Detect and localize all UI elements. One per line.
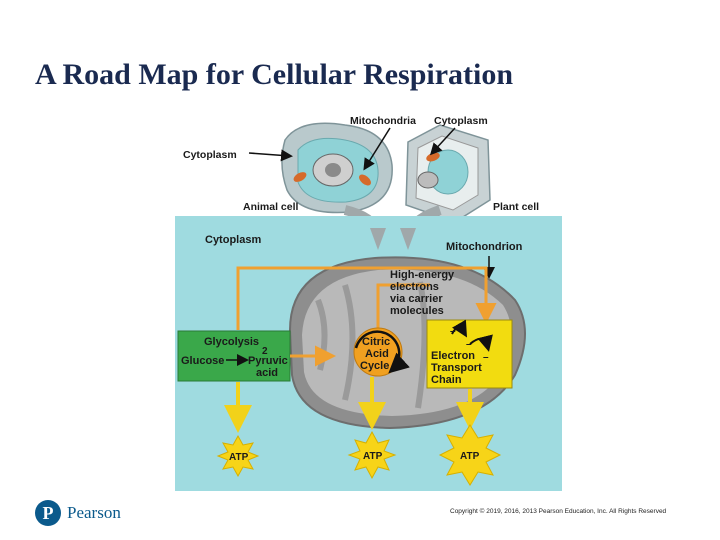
panel-label-cytoplasm: Cytoplasm bbox=[205, 234, 261, 246]
svg-text:ATP: ATP bbox=[460, 451, 480, 462]
panel-label-mitochondrion: Mitochondrion bbox=[446, 241, 523, 253]
arrow-citric-to-carriers bbox=[376, 283, 430, 333]
label-two: 2 bbox=[262, 346, 268, 357]
label-high-energy-electrons: High-energy electrons via carrier molecu… bbox=[390, 269, 457, 317]
svg-text:ATP: ATP bbox=[363, 451, 383, 462]
label-cytoplasm-left: Cytoplasm bbox=[183, 149, 237, 161]
atp-citric-cycle: ATP bbox=[347, 430, 397, 480]
label-animal-cell: Animal cell bbox=[243, 201, 299, 213]
pearson-logo: P Pearson bbox=[35, 500, 121, 526]
label-electron-transport-chain: Electron Transport Chain bbox=[431, 350, 485, 386]
label-pyruvic-acid: Pyruvic acid bbox=[248, 355, 291, 379]
electron-minus-2: – bbox=[466, 339, 472, 350]
pearson-p-icon: P bbox=[35, 500, 61, 526]
electron-minus-3: – bbox=[483, 352, 489, 363]
electron-minus-1: – bbox=[450, 326, 456, 337]
plant-cell bbox=[405, 124, 491, 223]
copyright-notice: Copyright © 2019, 2016, 2013 Pearson Edu… bbox=[450, 508, 667, 515]
arrow-glycolysis-to-etc bbox=[236, 266, 497, 330]
label-citric-acid-cycle: Citric Acid Cycle bbox=[360, 336, 393, 372]
label-mitochondria: Mitochondria bbox=[350, 115, 416, 127]
slide-title: A Road Map for Cellular Respiration bbox=[35, 58, 514, 91]
glycolysis-box bbox=[177, 330, 291, 382]
label-plant-cell: Plant cell bbox=[493, 201, 539, 213]
label-cytoplasm-top: Cytoplasm bbox=[434, 115, 488, 127]
electron-transport-chain-box bbox=[426, 319, 513, 389]
label-glucose: Glucose bbox=[181, 355, 224, 367]
svg-text:ATP: ATP bbox=[229, 452, 249, 463]
atp-electron-transport: ATP bbox=[438, 424, 502, 486]
pearson-wordmark: Pearson bbox=[67, 503, 121, 522]
animal-cell bbox=[281, 122, 393, 214]
atp-glycolysis: ATP bbox=[216, 434, 260, 478]
label-glycolysis: Glycolysis bbox=[204, 336, 259, 348]
